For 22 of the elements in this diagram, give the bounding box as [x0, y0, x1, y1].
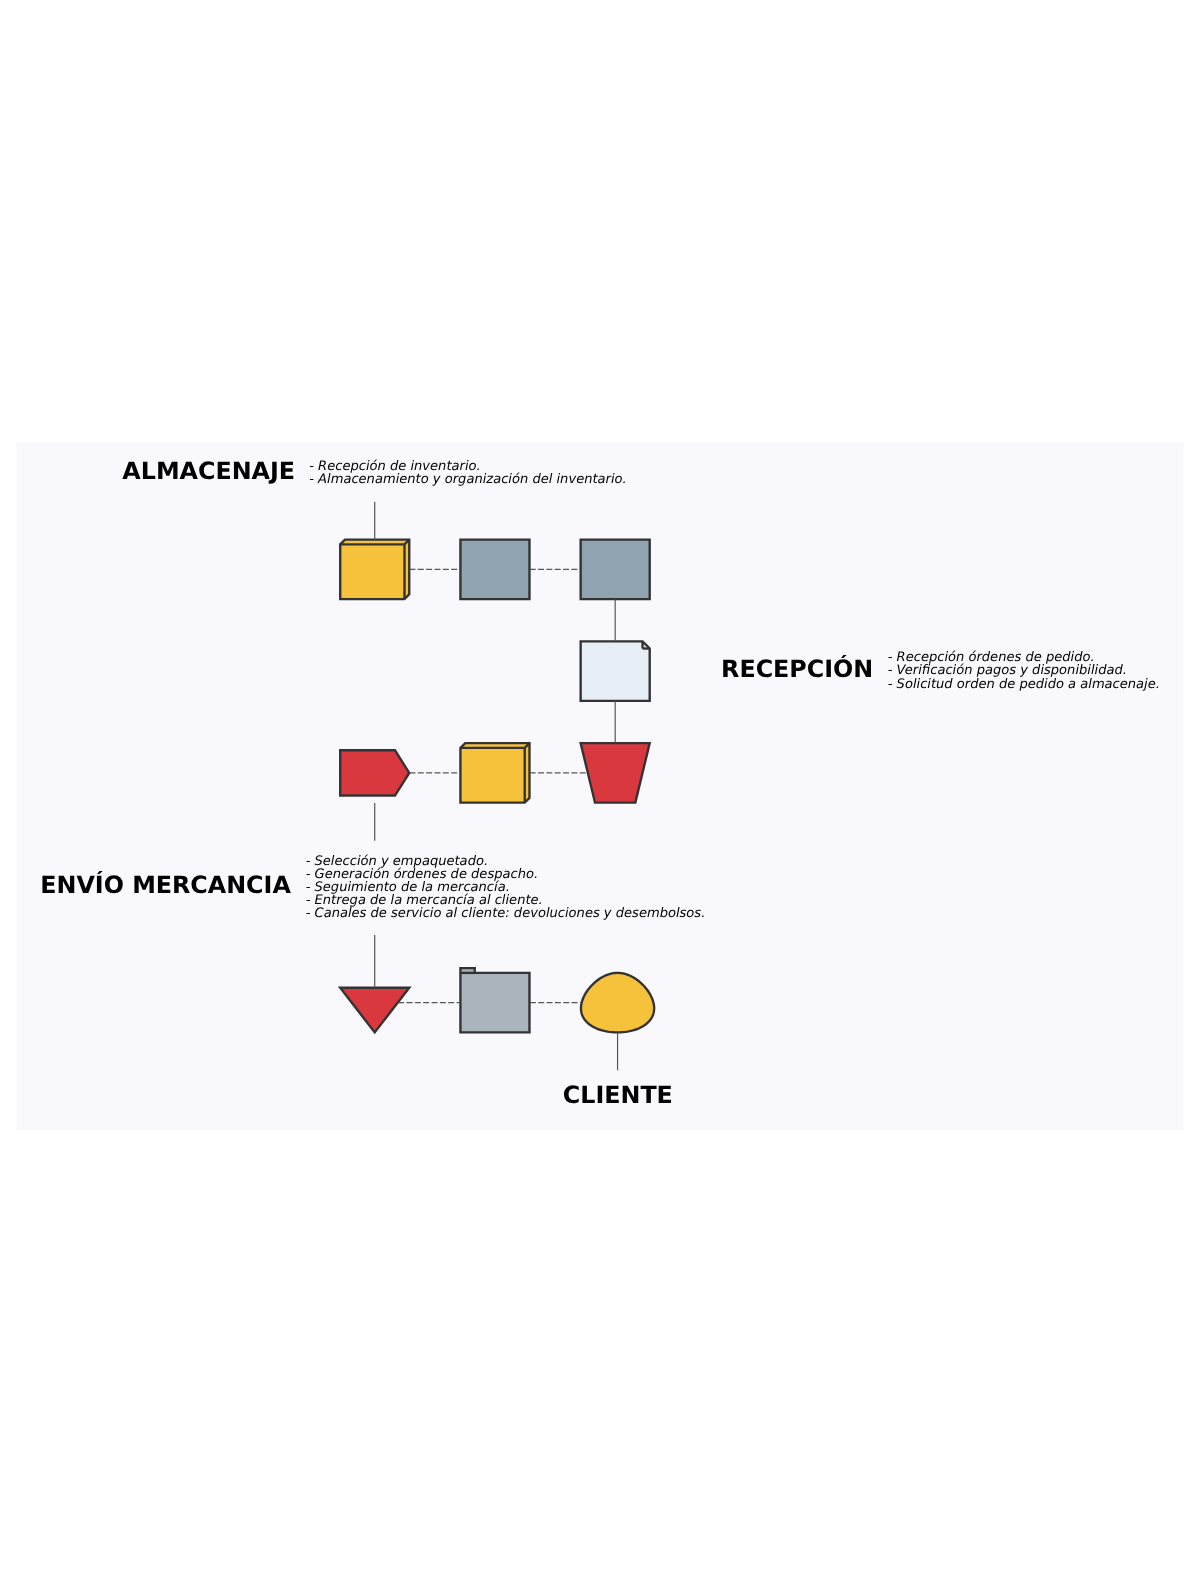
node-text: ALMACENAJE	[122, 456, 296, 485]
node-trolley	[579, 741, 652, 804]
node-laptop	[579, 538, 651, 601]
connector	[529, 568, 582, 570]
connector	[397, 1002, 461, 1004]
node-person	[579, 971, 656, 1034]
connector	[614, 700, 616, 744]
connector	[374, 802, 376, 842]
connector	[408, 568, 461, 570]
connector	[408, 772, 461, 774]
connector	[616, 1032, 619, 1071]
node-laptop	[459, 538, 531, 601]
connector	[614, 598, 616, 642]
connector	[374, 501, 376, 541]
node-pin	[337, 986, 412, 1035]
node-text: RECEPCIÓN	[721, 654, 874, 683]
node-truck	[339, 749, 411, 797]
connector	[529, 1002, 583, 1004]
node-text: CLIENTE	[562, 1080, 673, 1109]
connector	[529, 772, 589, 774]
connector	[374, 934, 376, 989]
node-text: ENVÍO MERCANCIA	[40, 871, 291, 900]
